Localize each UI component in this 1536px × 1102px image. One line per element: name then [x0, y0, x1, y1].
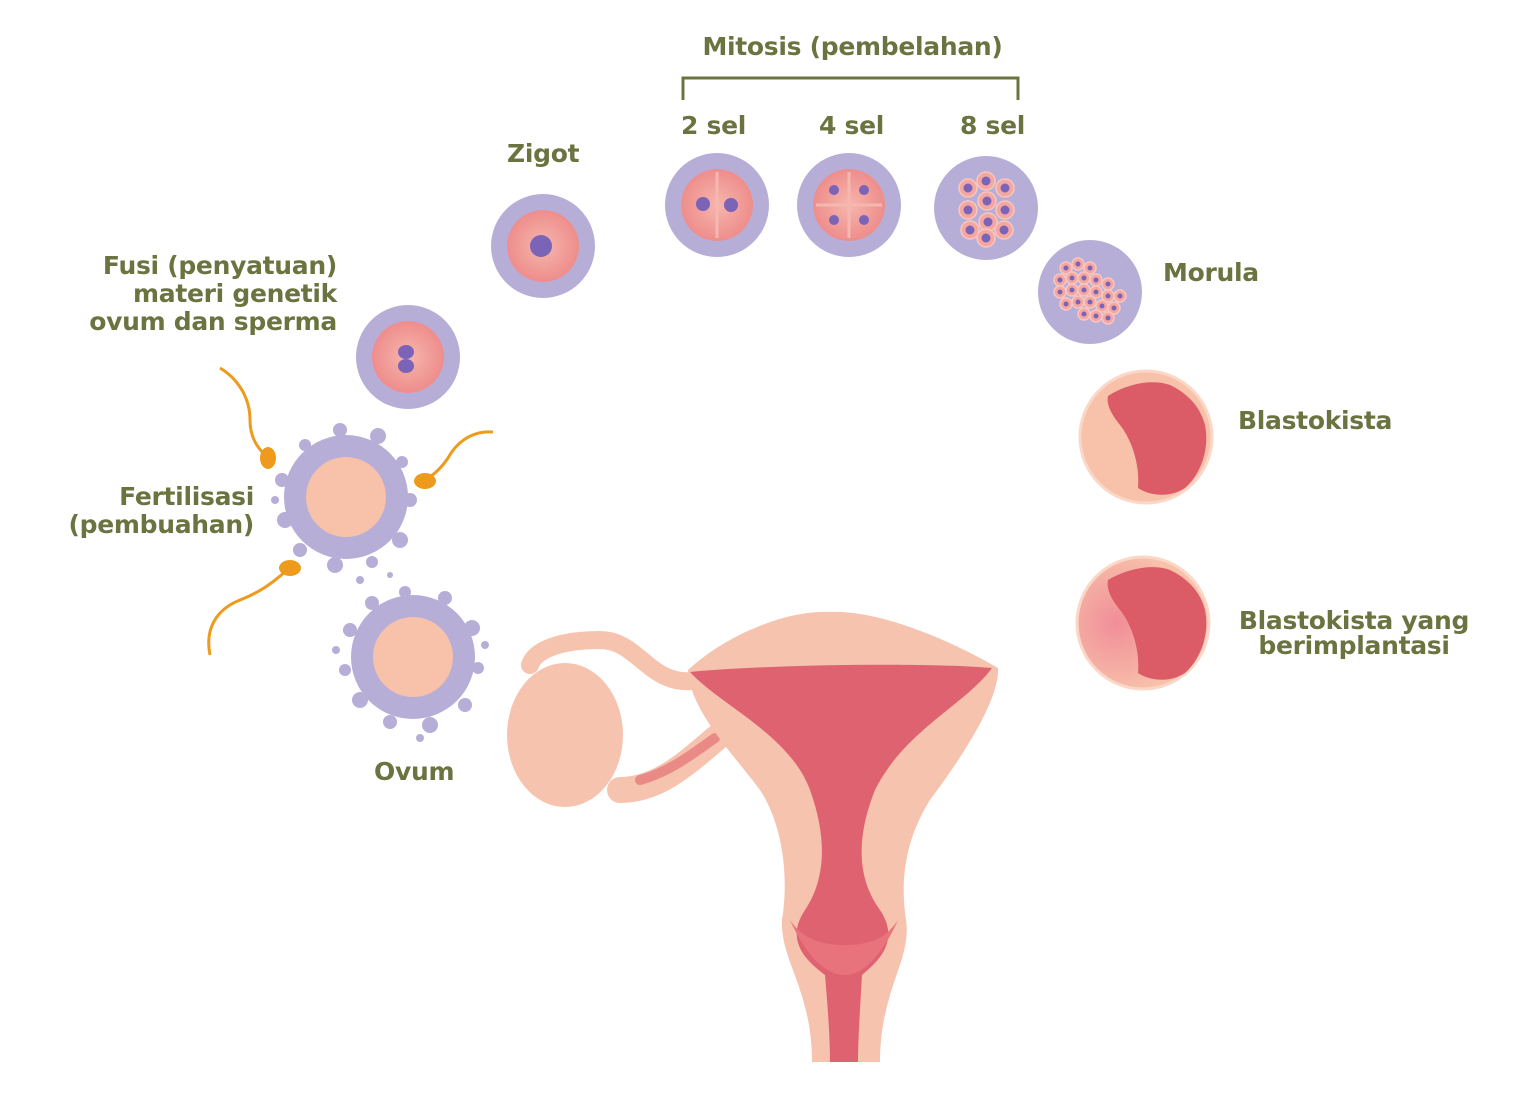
nucleus: [1069, 275, 1075, 281]
label-fusi: Fusi (penyatuan) materi genetik ovum dan…: [89, 252, 337, 336]
label-8-sel: 8 sel: [960, 111, 1026, 140]
morula-icon: [1038, 240, 1142, 344]
nucleus: [1099, 303, 1105, 309]
nucleus: [1087, 265, 1093, 271]
nucleus: [981, 176, 991, 186]
label-fusi-line-1: Fusi (penyatuan): [102, 251, 337, 280]
nucleus: [1093, 289, 1099, 295]
nucleus: [1075, 299, 1081, 305]
two-cell-icon: [665, 153, 769, 257]
label-2-sel: 2 sel: [681, 111, 747, 140]
label-blastokista-implant: Blastokista yang berimplantasi: [1234, 608, 1474, 658]
nucleus: [999, 225, 1009, 235]
fusion-cell-icon: [356, 305, 460, 409]
nucleus: [1081, 287, 1087, 293]
nucleus: [1093, 277, 1099, 283]
nucleus: [982, 196, 992, 206]
nucleus: [1000, 183, 1010, 193]
eight-cell-icon: [934, 156, 1038, 260]
nucleus: [1105, 293, 1111, 299]
nucleus: [1057, 277, 1063, 283]
nucleus: [1069, 287, 1075, 293]
nucleus: [1087, 299, 1093, 305]
blastocyst-icon: [1078, 369, 1214, 505]
implanted-blastocyst-icon: [1075, 555, 1211, 691]
ovum-icon: [332, 586, 489, 742]
nucleus: [1000, 205, 1010, 215]
four-cell-icon: [797, 153, 901, 257]
nucleus: [1057, 289, 1063, 295]
label-blastokista: Blastokista: [1238, 406, 1393, 435]
label-blastokista-implant-line-1: Blastokista yang: [1238, 606, 1470, 635]
nucleus: [1093, 313, 1099, 319]
nucleus: [1063, 301, 1069, 307]
label-morula: Morula: [1163, 258, 1259, 287]
nucleus: [1105, 315, 1111, 321]
sperm-icon: [207, 366, 494, 656]
fertilized-egg-icon: [271, 423, 417, 584]
label-fertilisasi-line-2: (pembuahan): [68, 510, 255, 539]
nucleus: [963, 205, 973, 215]
nucleus: [1105, 281, 1111, 287]
label-fertilisasi-line-1: Fertilisasi: [119, 482, 254, 511]
zygote-icon: [491, 194, 595, 298]
label-fertilisasi: Fertilisasi (pembuahan): [68, 482, 255, 539]
nucleus: [1117, 293, 1123, 299]
label-ovum: Ovum: [374, 757, 455, 786]
label-fusi-line-3: ovum dan sperma: [89, 307, 337, 336]
label-4-sel: 4 sel: [819, 111, 885, 140]
nucleus: [981, 233, 991, 243]
uterus-icon: [507, 611, 999, 1062]
nucleus: [1063, 265, 1069, 271]
mitosis-bracket: [681, 76, 1020, 100]
label-fusi-line-2: materi genetik: [133, 279, 337, 308]
nucleus: [1111, 305, 1117, 311]
nucleus: [1075, 261, 1081, 267]
nucleus: [963, 183, 973, 193]
label-mitosis: Mitosis (pembelahan): [702, 32, 1003, 61]
nucleus: [1081, 275, 1087, 281]
nucleus: [1081, 311, 1087, 317]
label-zigot: Zigot: [507, 139, 580, 168]
nucleus: [965, 225, 975, 235]
label-blastokista-implant-line-2: berimplantasi: [1258, 631, 1450, 660]
nucleus: [983, 217, 993, 227]
